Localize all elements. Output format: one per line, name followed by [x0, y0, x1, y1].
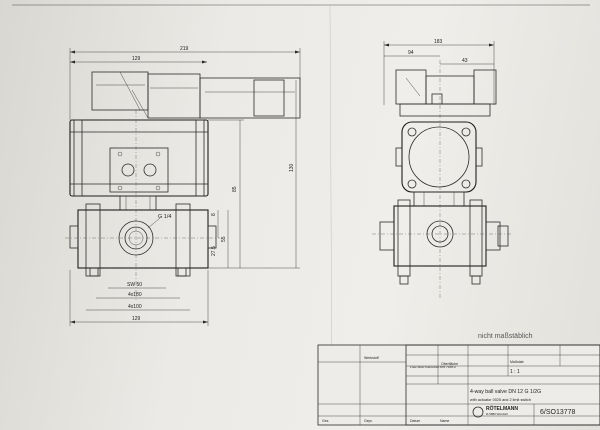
- actuator-body: [69, 119, 209, 197]
- tb-company: RÖTELMANN: [486, 405, 518, 412]
- dim-overall-width: 219: [180, 46, 189, 52]
- dim-sw: SW 50: [127, 282, 142, 288]
- side-actuator: [401, 121, 477, 193]
- tb-date: Datum: [410, 419, 420, 423]
- side-dim-overall: 183: [434, 39, 443, 45]
- sheet-fold: [329, 4, 333, 401]
- dim-height-total: 130: [289, 163, 295, 172]
- title-block: Werkstoff Freie Maß-Toleranzen DIN 7168 …: [317, 344, 600, 426]
- dim-bolt2: 4x100: [128, 304, 142, 310]
- tb-surface: Oberfläche: [441, 362, 458, 366]
- tb-drawn: Gez.: [322, 419, 329, 423]
- tb-tolerances: Freie Maß-Toleranzen DIN 7168 m: [410, 365, 457, 369]
- dim-bolt1: 4x180: [128, 292, 142, 298]
- tb-scale-label: Maßstab: [510, 360, 524, 364]
- tb-scale-value: 1 : 1: [510, 369, 520, 375]
- company-logo-icon: [472, 406, 484, 418]
- dim-height-mid: 85: [232, 186, 238, 192]
- tb-checked: Gepr.: [364, 419, 373, 423]
- scale-note: nicht maßstäblich: [478, 333, 533, 340]
- switch-housing: [199, 77, 301, 119]
- tb-name: Name: [440, 419, 449, 423]
- dim-top-width: 129: [132, 56, 141, 62]
- tb-title-line2: with actuator 0025 and 2 limit switch: [470, 398, 531, 402]
- dim-c: 55: [221, 236, 227, 242]
- port-size-label: G 1/4: [158, 214, 171, 220]
- dim-b: 27.5: [211, 246, 217, 256]
- switch-box: [91, 71, 149, 111]
- front-view: 219 129: [65, 46, 301, 326]
- actuator-flange: [109, 147, 169, 193]
- tb-title-line1: 4-way ball valve DN 12 G 1/2G: [470, 389, 541, 395]
- tb-company-sub: D-5880 Werdohl: [486, 412, 508, 416]
- side-dim-b: 43: [462, 58, 468, 64]
- dim-a: 8: [211, 213, 217, 216]
- tb-material: Werkstoff: [364, 356, 379, 360]
- dim-bottom-width: 129: [132, 316, 141, 322]
- side-dim-a: 94: [408, 50, 414, 56]
- tb-drawing-number: 6/SO13778: [540, 409, 576, 416]
- side-view: 183 94 43: [372, 39, 512, 300]
